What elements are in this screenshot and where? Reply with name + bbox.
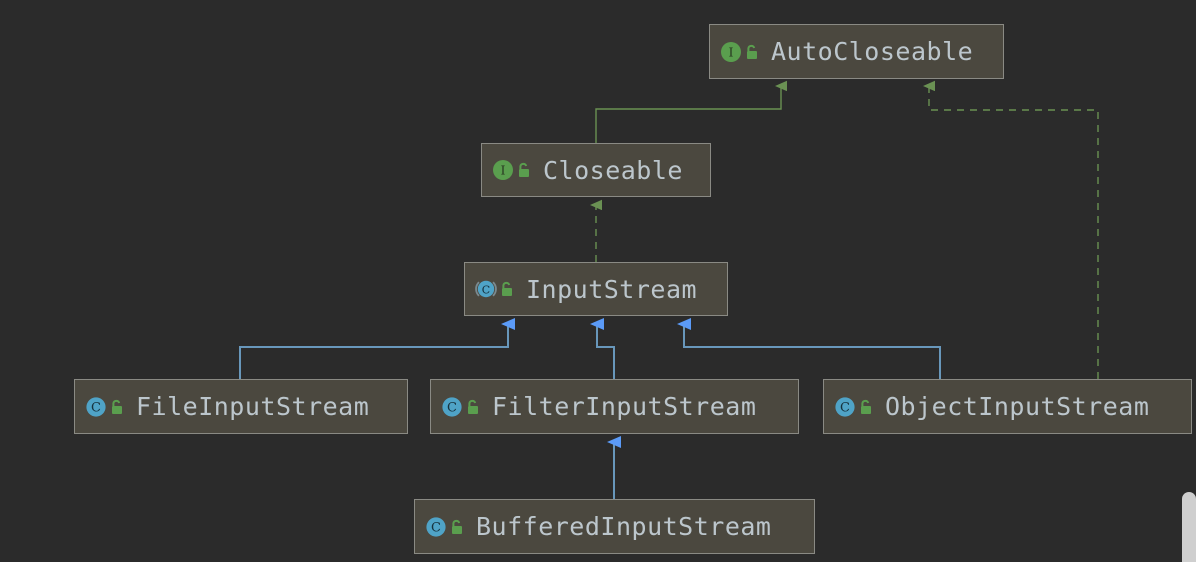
unlock-icon [112, 399, 122, 414]
class-node-filterinputstream[interactable]: C FilterInputStream [430, 379, 799, 434]
class-node-objectinputstream[interactable]: C ObjectInputStream [823, 379, 1192, 434]
node-icon-group: C [85, 396, 126, 418]
class-node-label: FileInputStream [136, 392, 370, 421]
node-icon-group: C [441, 396, 482, 418]
class-node-closeable[interactable]: I Closeable [481, 143, 711, 197]
edge-fileinputstream-to-inputstream [239, 318, 515, 379]
node-icon-group: I [720, 41, 761, 63]
svg-text:I: I [501, 164, 506, 178]
node-icon-group: C [834, 396, 875, 418]
svg-text:C: C [447, 400, 457, 415]
class-node-label: FilterInputStream [492, 392, 757, 421]
edge-objectinputstream-to-inputstream [677, 318, 941, 379]
svg-text:I: I [729, 45, 734, 59]
unlock-icon [502, 281, 512, 296]
class-node-label: InputStream [526, 274, 698, 304]
vertical-scrollbar-thumb[interactable] [1182, 492, 1196, 562]
interface-icon: I [493, 160, 513, 180]
node-icon-group: C [475, 278, 516, 300]
class-icon: C [835, 396, 855, 417]
node-icon-group: C [425, 516, 466, 538]
class-node-label: Closeable [543, 155, 683, 185]
class-icon: C [86, 396, 106, 417]
class-node-label: BufferedInputStream [476, 512, 772, 541]
class-node-inputstream[interactable]: C InputStream [464, 262, 728, 316]
svg-text:C: C [431, 520, 441, 535]
class-node-label: AutoCloseable [771, 37, 974, 66]
edge-filterinputstream-to-inputstream [590, 318, 615, 379]
abstract-class-icon: C [475, 280, 497, 298]
svg-text:C: C [840, 400, 850, 415]
edge-closeable-to-autocloseable [595, 80, 787, 143]
unlock-icon [519, 162, 529, 177]
node-icon-group: I [492, 159, 533, 181]
unlock-icon [452, 519, 462, 534]
unlock-icon [747, 44, 757, 59]
class-node-bufferedinputstream[interactable]: C BufferedInputStream [414, 499, 815, 554]
class-node-label: ObjectInputStream [885, 392, 1150, 421]
interface-icon: I [721, 41, 741, 62]
class-icon: C [426, 516, 446, 537]
edge-objectinputstream-to-autocloseable [923, 80, 1099, 379]
class-node-fileinputstream[interactable]: C FileInputStream [74, 379, 408, 434]
unlock-icon [468, 399, 478, 414]
unlock-icon [861, 399, 871, 414]
class-node-autocloseable[interactable]: I AutoCloseable [709, 24, 1004, 79]
svg-text:C: C [91, 400, 101, 415]
svg-text:C: C [482, 283, 490, 296]
class-icon: C [442, 396, 462, 417]
